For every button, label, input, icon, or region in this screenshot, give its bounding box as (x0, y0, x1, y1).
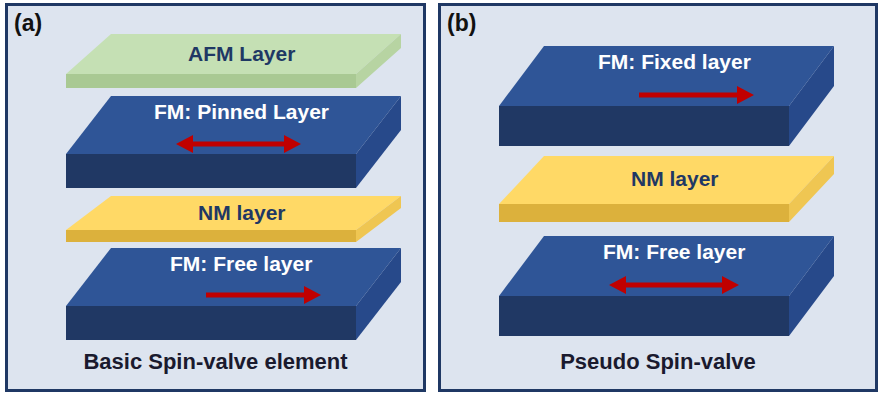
side-face (356, 96, 401, 188)
magnetization-arrow (639, 93, 740, 98)
layer-label: FM: Pinned Layer (154, 100, 329, 124)
magnetization-arrow (190, 142, 287, 147)
side-face (789, 46, 834, 146)
panel-caption: Pseudo Spin-valve (441, 349, 875, 375)
layer-label: NM layer (631, 167, 719, 191)
magnetization-arrow (206, 293, 307, 298)
free-layer: FM: Free layer (499, 236, 834, 336)
top-face (499, 236, 834, 296)
top-face (499, 46, 834, 106)
side-face (356, 248, 401, 340)
fixed-layer: FM: Fixed layer (499, 46, 834, 146)
arrow-head (722, 276, 739, 294)
top-face (66, 34, 401, 74)
front-face (499, 296, 789, 336)
afm-layer: AFM Layer (66, 34, 401, 88)
front-face (66, 230, 356, 242)
front-face (66, 74, 356, 88)
panel-letter: (b) (447, 10, 476, 37)
side-face (356, 34, 401, 88)
front-face (66, 154, 356, 188)
arrow-head (737, 86, 754, 104)
pinned-layer: FM: Pinned Layer (66, 96, 401, 188)
nm-layer: NM layer (66, 196, 401, 242)
arrow-head (609, 276, 626, 294)
side-face (789, 236, 834, 336)
layer-label: NM layer (198, 201, 286, 225)
nm-layer: NM layer (499, 156, 834, 222)
top-face (499, 156, 834, 204)
panel: (b) Pseudo Spin-valve FM: Fixed layer NM la… (438, 3, 878, 392)
panel-letter: (a) (14, 10, 42, 37)
front-face (499, 106, 789, 146)
side-face (789, 156, 834, 222)
layer-label: FM: Free layer (603, 240, 745, 264)
magnetization-arrow (623, 283, 725, 288)
front-face (66, 306, 356, 340)
arrow-head (176, 135, 193, 153)
layer-label: FM: Fixed layer (598, 50, 751, 74)
front-face (499, 204, 789, 222)
top-face (66, 96, 401, 154)
arrow-head (284, 135, 301, 153)
layer-label: FM: Free layer (170, 252, 312, 276)
panel-caption: Basic Spin-valve element (8, 349, 423, 375)
free-layer: FM: Free layer (66, 248, 401, 340)
arrow-head (304, 286, 321, 304)
top-face (66, 248, 401, 306)
panel: (a) Basic Spin-valve element AFM LayerFM: … (5, 3, 426, 392)
layer-label: AFM Layer (188, 42, 295, 66)
top-face (66, 196, 401, 230)
side-face (356, 196, 401, 242)
